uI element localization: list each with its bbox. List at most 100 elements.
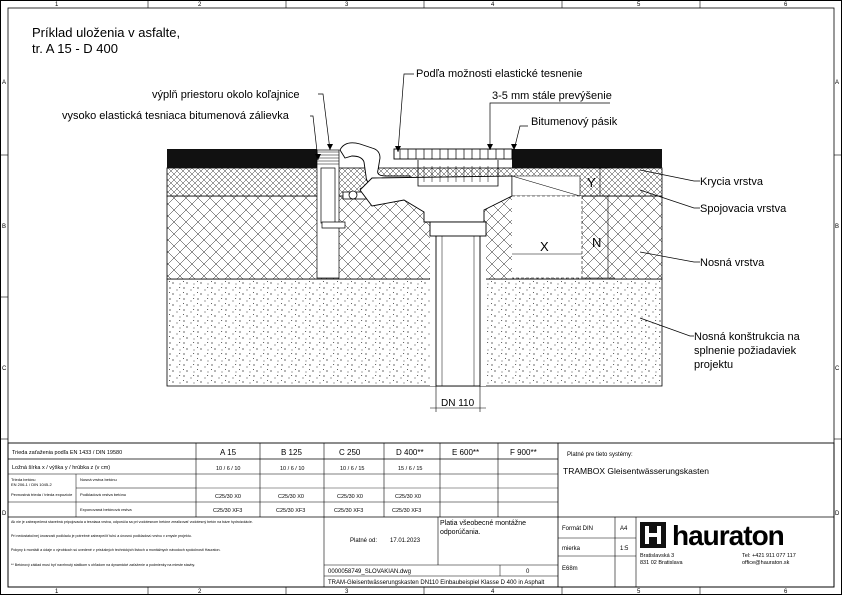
col-label-5-bottom: 5: [637, 589, 641, 595]
label-cover-layer: Krycia vrstva: [700, 176, 764, 188]
dn-label: DN 110: [441, 398, 475, 409]
col-label-5: 5: [637, 2, 641, 8]
dim-dn: [430, 386, 486, 412]
company-phone: Tel: +421 911 077 117: [742, 553, 796, 559]
table-row-header: Trieda zaťaženia podľa EN 1433 / DIN 195…: [12, 450, 122, 456]
label-structure-1: Nosná konštrukcia na: [694, 331, 801, 343]
note-line-1: Ak nie je zabezpečená stavebná pripojova…: [11, 520, 253, 524]
grate: [393, 148, 513, 160]
sheet-label: E68m: [562, 566, 578, 572]
dim-x-label: X: [540, 239, 549, 254]
col-label-4: 4: [491, 2, 495, 8]
bucket-slots: [423, 166, 489, 182]
note-line-4: ** Betónový základ musí byť navrhnutý st…: [11, 563, 195, 567]
pipe-socket: [429, 221, 487, 237]
row2-c250: C25/30 X0: [337, 494, 363, 500]
title-block-lines: [7, 442, 835, 588]
rail-head: [339, 142, 411, 187]
row2-a: Pevnostná trieda / trieda expozície: [11, 492, 73, 497]
rail-fill-lines: [317, 151, 339, 165]
bedding-outline: [512, 195, 583, 279]
row1-label: Ložná šírka x / výška y / hrúbka z (v cm…: [12, 465, 110, 471]
address-line-1: Bratislavská 3: [640, 553, 674, 559]
grate-bars: [399, 149, 505, 159]
title-line-2: tr. A 15 - D 400: [32, 41, 118, 56]
row2-b125: C25/30 X0: [278, 494, 304, 500]
row2-c: Exponovaná betónová vrstva: [80, 507, 132, 512]
valid-from-label: Platné od:: [350, 538, 377, 544]
class-d400: D 400**: [396, 448, 424, 457]
note-line-2: Pri nedostatočnej únosnosti podkladu je …: [11, 534, 192, 538]
structure-layer: [166, 278, 663, 387]
row2-sub: EN 206-1 / DIN 1045-2: [11, 482, 52, 487]
col-label-2: 2: [198, 2, 202, 8]
cover-layer-left: [167, 149, 317, 168]
row2-d400: C25/30 X0: [395, 494, 421, 500]
class-b125: B 125: [281, 448, 302, 457]
format-label: Formát DIN: [562, 526, 593, 532]
class-f900: F 900**: [510, 448, 537, 457]
cover-layer-right: [512, 149, 662, 168]
dim-n-label: N: [592, 235, 601, 250]
note-right-box: Platia všeobecné montážne odporúčania.: [440, 520, 526, 536]
row1-b125: 10 / 6 / 10: [280, 466, 304, 472]
label-binder-layer: Spojovacia vrstva: [700, 203, 787, 215]
rail-foot: [321, 221, 346, 229]
bedding-zone: [512, 196, 582, 278]
class-a15: A 15: [220, 448, 237, 457]
revision: 0: [526, 569, 530, 575]
row-label-b-right: B: [835, 224, 839, 230]
row-label-a-right: A: [835, 80, 839, 86]
row2-b-label: Nosná vrstva betónu: [80, 477, 117, 482]
class-e600: E 600**: [452, 448, 479, 457]
scale-label: mierka: [562, 546, 581, 552]
col-label-1: 1: [55, 2, 59, 8]
row3-a15: C25/30 XF3: [213, 508, 242, 514]
class-c250: C 250: [339, 448, 361, 457]
label-structure-3: projektu: [694, 359, 733, 371]
dim-y-label: Y: [587, 175, 596, 190]
leader-lines: [310, 73, 700, 337]
row2-a15: C25/30 X0: [215, 494, 241, 500]
doc-number: 0000058749_SLOVAKIAN.dwg: [328, 569, 411, 575]
row2-group: Trieda betónu: [11, 477, 36, 482]
row-label-b: B: [2, 224, 6, 230]
address-line-2: 831 02 Bratislava: [640, 560, 683, 566]
row-label-d-right: D: [835, 511, 840, 517]
sediment-bucket: [417, 160, 499, 187]
col-label-1-bottom: 1: [55, 589, 59, 595]
col-label-4-bottom: 4: [491, 589, 495, 595]
company-email: office@hauraton.sk: [742, 560, 790, 566]
label-bitumen-strip: Bitumenový pásik: [531, 116, 618, 128]
valid-for-label: Platné pre tieto systémy:: [567, 452, 633, 458]
dim-y: [582, 167, 610, 196]
scale-value: 1:5: [620, 546, 629, 552]
row-label-c: C: [2, 366, 7, 372]
row-label-d: D: [2, 511, 7, 517]
pipe: [435, 221, 481, 387]
label-rail-fill: výplň priestoru okolo koľajnice: [152, 89, 300, 101]
row1-a15: 10 / 6 / 10: [216, 466, 240, 472]
col-label-2-bottom: 2: [198, 589, 202, 595]
doc-title: TRAM-Gleisentwässerungskasten DN110 Einb…: [328, 580, 545, 586]
label-bitumen-seal: vysoko elastická tesniaca bitumenová zál…: [62, 110, 290, 122]
col-label-6-bottom: 6: [784, 589, 788, 595]
label-structure-2: splnenie požiadaviek: [694, 345, 797, 357]
row-label-c-right: C: [835, 366, 840, 372]
company-name: hauraton: [672, 520, 784, 551]
base-layer: [166, 195, 663, 280]
row1-d400: 15 / 6 / 15: [398, 466, 422, 472]
label-seal: Podľa možnosti elastické tesnenie: [416, 68, 582, 80]
row-label-a: A: [2, 80, 6, 86]
valid-from-value: 17.01.2023: [390, 538, 421, 544]
note-right: Platia všeobecné montážne odporúčania.: [440, 520, 526, 536]
note-line-3: Pokyny k montáži a údaje o výrobkoch sú …: [11, 548, 221, 552]
label-overhang: 3-5 mm stále prevýšenie: [492, 90, 612, 102]
col-label-3-bottom: 3: [345, 589, 349, 595]
valid-for-value: TRAMBOX Gleisentwässerungskasten: [563, 466, 709, 476]
format-value: A4: [620, 526, 628, 532]
row1-c250: 10 / 6 / 15: [340, 466, 364, 472]
